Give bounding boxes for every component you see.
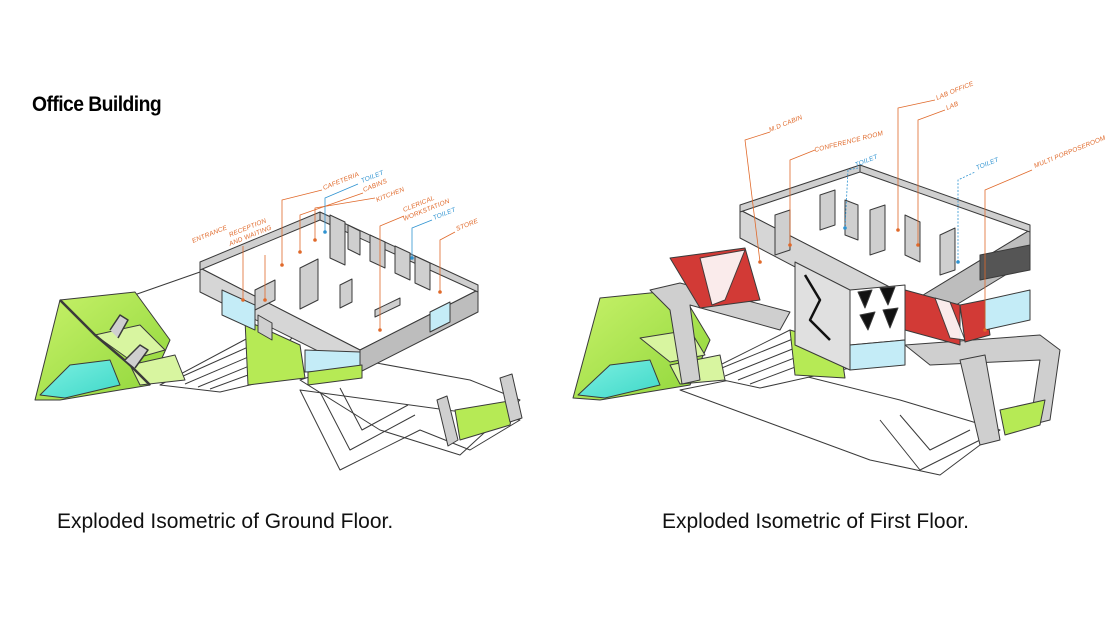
ff-interior-walls [739,164,1031,276]
green-panel-left [244,319,306,386]
ff-red-panels [669,247,991,346]
green-strip-front [307,364,363,386]
entry-pillar-right [499,373,523,423]
lime-canopy [34,291,186,401]
ff-patterned-facade [849,284,906,371]
ramp-inner-line [319,391,416,451]
ramp-inner-line-2 [339,387,409,431]
label-conference-room: CONFERENCE ROOM [814,130,885,154]
label-cafeteria: CAFETERIA [322,171,360,192]
ff-bridge-frame-right [959,354,1001,446]
ff-leader-lines [744,99,1033,330]
label-kitchen: KITCHEN [375,186,405,204]
ff-ramp-line-2 [899,414,971,451]
ground-leader-dots [241,230,442,332]
entry-pillar-left [436,395,459,447]
ff-ramp-line-1 [879,419,981,471]
ff-dark-wall-stripe [803,274,831,341]
ff-leader-dots [758,226,987,332]
ground-floor-isometric [34,183,523,471]
first-floor-caption: Exploded Isometric of First Floor. [662,510,969,533]
green-panel-right [454,399,516,441]
label-lab: LAB [945,100,960,111]
label-multipurpose: MULTI PORPOSEROOM [1033,135,1107,170]
ground-leader-lines [242,183,456,330]
ff-dark-wall [794,261,851,371]
page-title: Office Building [32,93,162,116]
ground-floor-caption: Exploded Isometric of Ground Floor. [57,510,394,533]
first-floor-isometric [572,99,1061,476]
label-toilet-left: TOILET [854,153,879,169]
label-md-cabin: M.D CABIN [768,114,804,134]
ff-green-panel-right [999,399,1046,436]
label-entrance: ENTRANCE [191,224,229,245]
glass-facade-right [429,301,451,333]
ff-dark-band [979,244,1031,281]
first-floor-labels: M.D CABIN CONFERENCE ROOM TOILET LAB OFF… [768,80,1107,172]
label-lab-office: LAB OFFICE [935,80,975,102]
ff-ground-plaza [679,369,1001,476]
label-toilet-right-ff: TOILET [975,156,1000,172]
label-store: STORE [455,217,480,232]
ground-interior-walls [199,211,479,341]
ff-glass-right [984,289,1031,331]
